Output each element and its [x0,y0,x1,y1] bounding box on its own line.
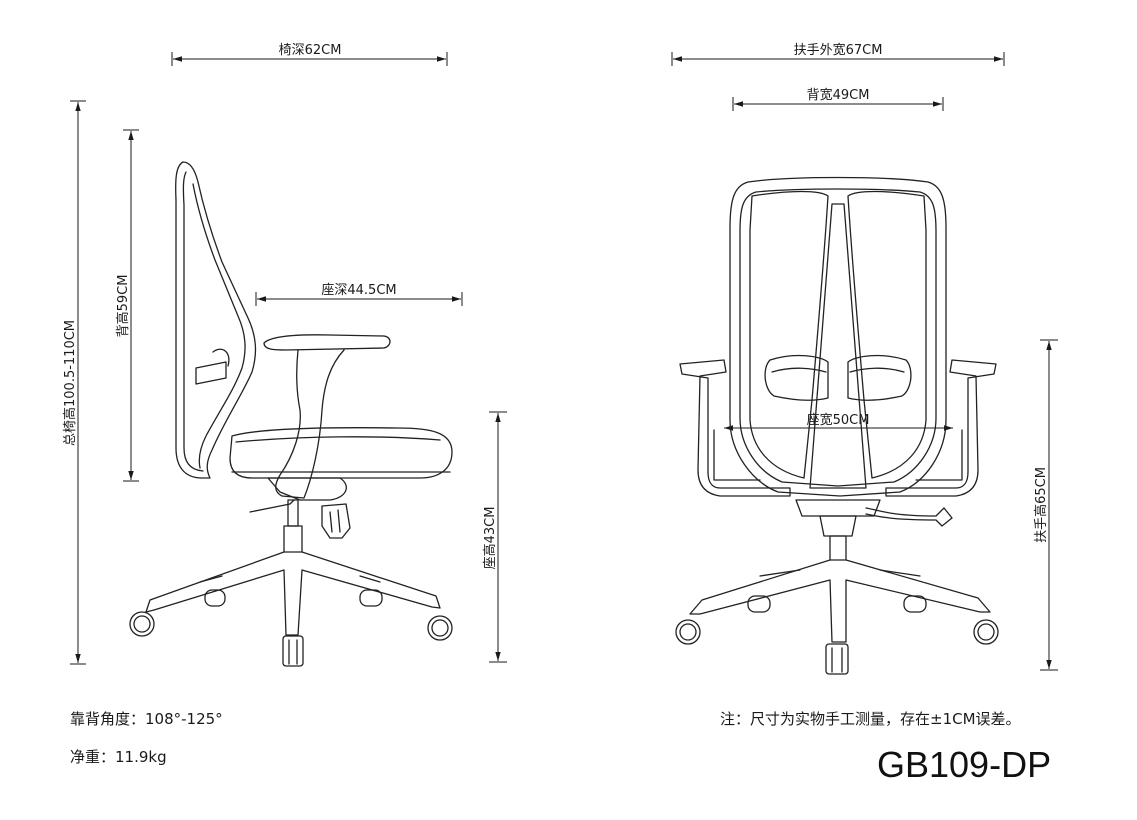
dimension-labels: 椅深62CM 扶手外宽67CM 背宽49CM 座深44.5CM 座宽50CM 总… [62,42,1049,569]
measurement-note: 注：尺寸为实物手工测量，存在±1CM误差。 [720,710,1021,728]
label-seat-width: 座宽50CM [807,412,870,428]
dim-seat-depth [255,292,463,306]
dim-back-height [123,129,139,482]
label-seat-height: 座高43CM [482,507,498,570]
dim-seat-height [489,411,507,663]
label-seat-depth: 座深44.5CM [321,283,396,298]
back-casters [675,595,999,675]
back-backrest-frame [729,176,947,497]
dim-seat-depth-total [171,52,448,66]
dim-armrest-height [1040,339,1058,671]
model-number: GB109-DP [877,744,1052,785]
side-mechanism [267,477,347,501]
back-armrest-left [679,359,791,497]
label-back-width: 背宽49CM [807,87,870,103]
dim-armrest-outer-width [671,52,1005,66]
back-view-chair [675,176,999,675]
side-armrest-pad [263,334,391,351]
label-back-height: 背高59CM [115,275,131,338]
dim-total-height [70,100,86,665]
side-armrest-support [275,349,345,499]
back-tilt-lever [865,507,953,527]
side-seat [229,427,453,479]
dim-back-width [732,97,944,111]
side-base [145,551,441,636]
back-lumbar [764,354,829,401]
label-armrest-outer-width: 扶手外宽67CM [794,42,883,58]
dimension-lines [70,52,1058,671]
side-casters [129,589,453,667]
side-view-chair [129,161,453,667]
recline-angle-spec: 靠背角度：108°-125° [70,710,223,728]
back-base [689,559,991,643]
label-total-height: 总椅高100.5-110CM [62,320,78,446]
back-armrest-right [885,359,997,497]
label-seat-depth-total: 椅深62CM [279,43,342,58]
side-backrest [175,161,257,479]
net-weight-spec: 净重：11.9kg [70,748,167,766]
label-armrest-height: 扶手高65CM [1033,467,1049,543]
